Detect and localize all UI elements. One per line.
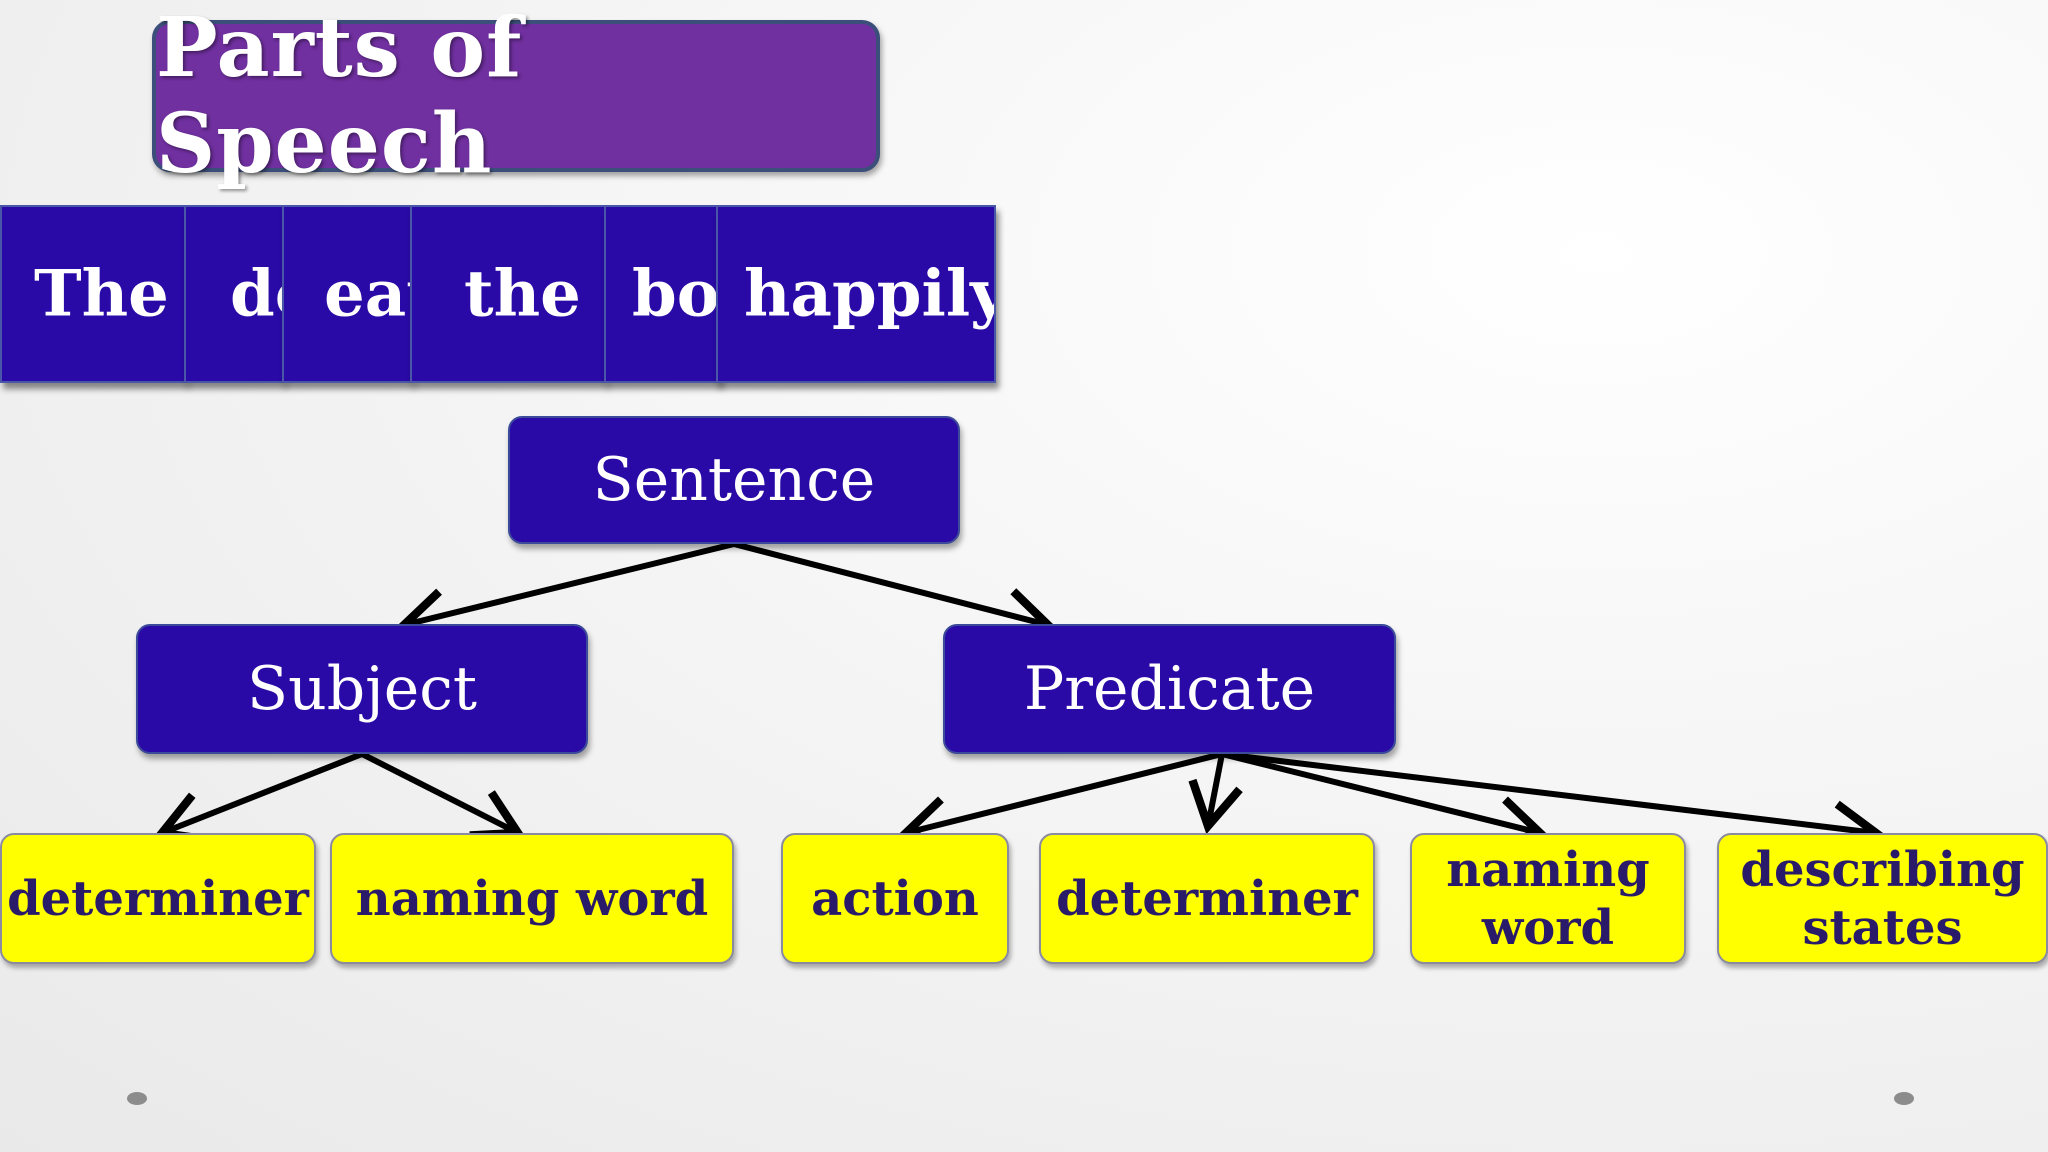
word-tile-5: bone — [604, 205, 720, 383]
word-bone: bone — [632, 256, 720, 332]
predicate-naming-word-node: naming word — [1410, 833, 1686, 964]
predicate-naming-word-label: naming word — [1446, 841, 1650, 956]
predicate-action-label: action — [811, 870, 979, 927]
predicate-describing-states-node: describing states — [1717, 833, 2048, 964]
slide-dot-right — [1894, 1092, 1914, 1105]
predicate-determiner-label: determiner — [1056, 870, 1358, 927]
arrow-subject-naming-word — [360, 751, 526, 840]
word-tile-3: eats — [282, 205, 412, 383]
arrow-sentence-subject — [395, 541, 735, 643]
subject-node: Subject — [136, 624, 588, 754]
subject-determiner-node: determiner — [0, 833, 316, 964]
arrow-predicate-action — [897, 751, 1223, 851]
arrow-subject-determiner — [154, 751, 364, 845]
title-box: Parts of Speech — [152, 0, 880, 192]
word-tile-4: the — [410, 205, 606, 383]
subject-label: Subject — [247, 654, 477, 724]
word-tile-2: dog — [184, 205, 284, 383]
arrow-sentence-predicate — [733, 541, 1057, 642]
word-happily: happily — [744, 256, 996, 332]
slide-dot-left — [127, 1092, 147, 1105]
word-dog: dog — [230, 256, 282, 332]
slide-title: Parts of Speech — [156, 0, 523, 192]
sentence-label: Sentence — [592, 445, 876, 515]
word-eats: eats — [324, 256, 410, 332]
word-tile-6: happily — [716, 205, 996, 383]
arrow-predicate-naming-word — [1221, 751, 1549, 851]
predicate-node: Predicate — [943, 624, 1396, 754]
word-the-1: The — [34, 256, 169, 332]
predicate-determiner-node: determiner — [1039, 833, 1375, 964]
predicate-label: Predicate — [1023, 654, 1316, 724]
subject-naming-word-node: naming word — [330, 833, 734, 964]
arrow-predicate-describing-states — [1221, 751, 1885, 856]
word-the-2: the — [464, 256, 581, 332]
predicate-action-node: action — [781, 833, 1009, 964]
sentence-node: Sentence — [508, 416, 960, 544]
arrow-predicate-determiner — [1188, 753, 1243, 835]
subject-naming-word-label: naming word — [355, 870, 709, 927]
subject-determiner-label: determiner — [7, 870, 309, 927]
predicate-describing-states-label: describing states — [1740, 841, 2025, 956]
